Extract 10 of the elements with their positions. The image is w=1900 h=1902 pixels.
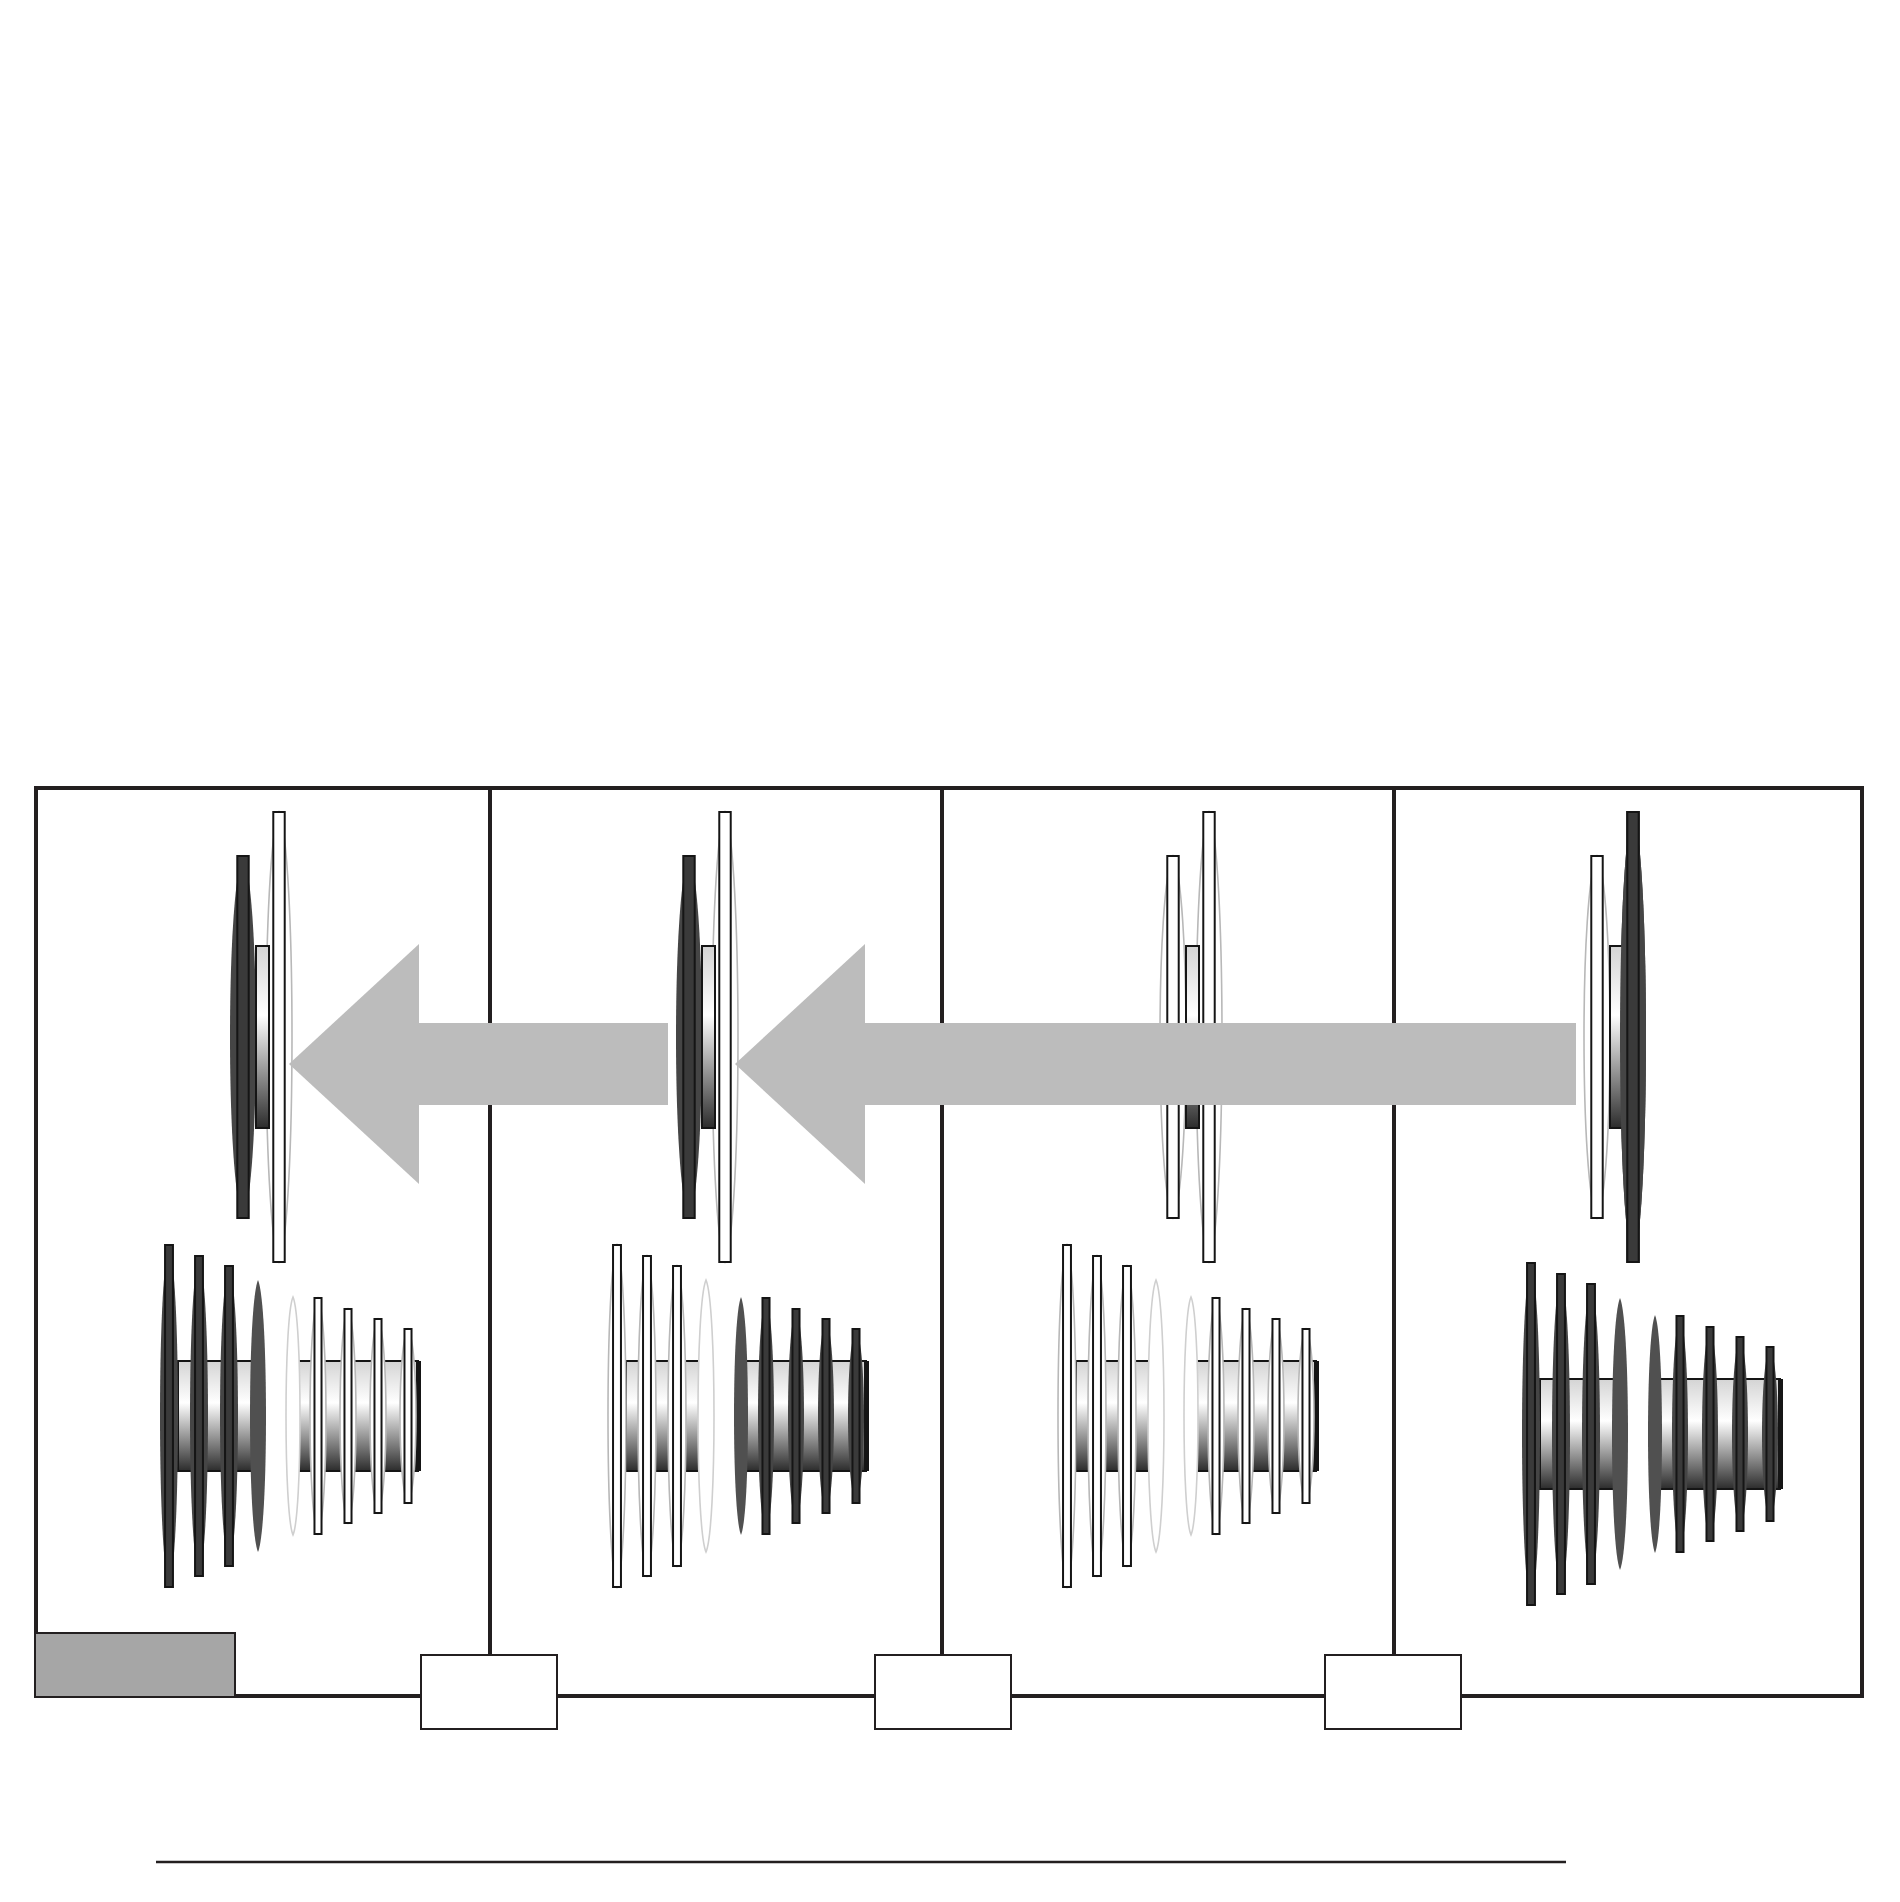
chainring-drawing (228, 808, 294, 1266)
blank-box (874, 1654, 1012, 1730)
blank-box (420, 1654, 558, 1730)
panel-frame (34, 786, 1864, 1698)
block-arrow (735, 944, 1576, 1184)
block-arrow (289, 944, 668, 1184)
shaded-box (34, 1632, 236, 1698)
blank-box (1324, 1654, 1462, 1730)
chainring-drawing (674, 808, 740, 1266)
chainring-drawing (1582, 808, 1648, 1266)
